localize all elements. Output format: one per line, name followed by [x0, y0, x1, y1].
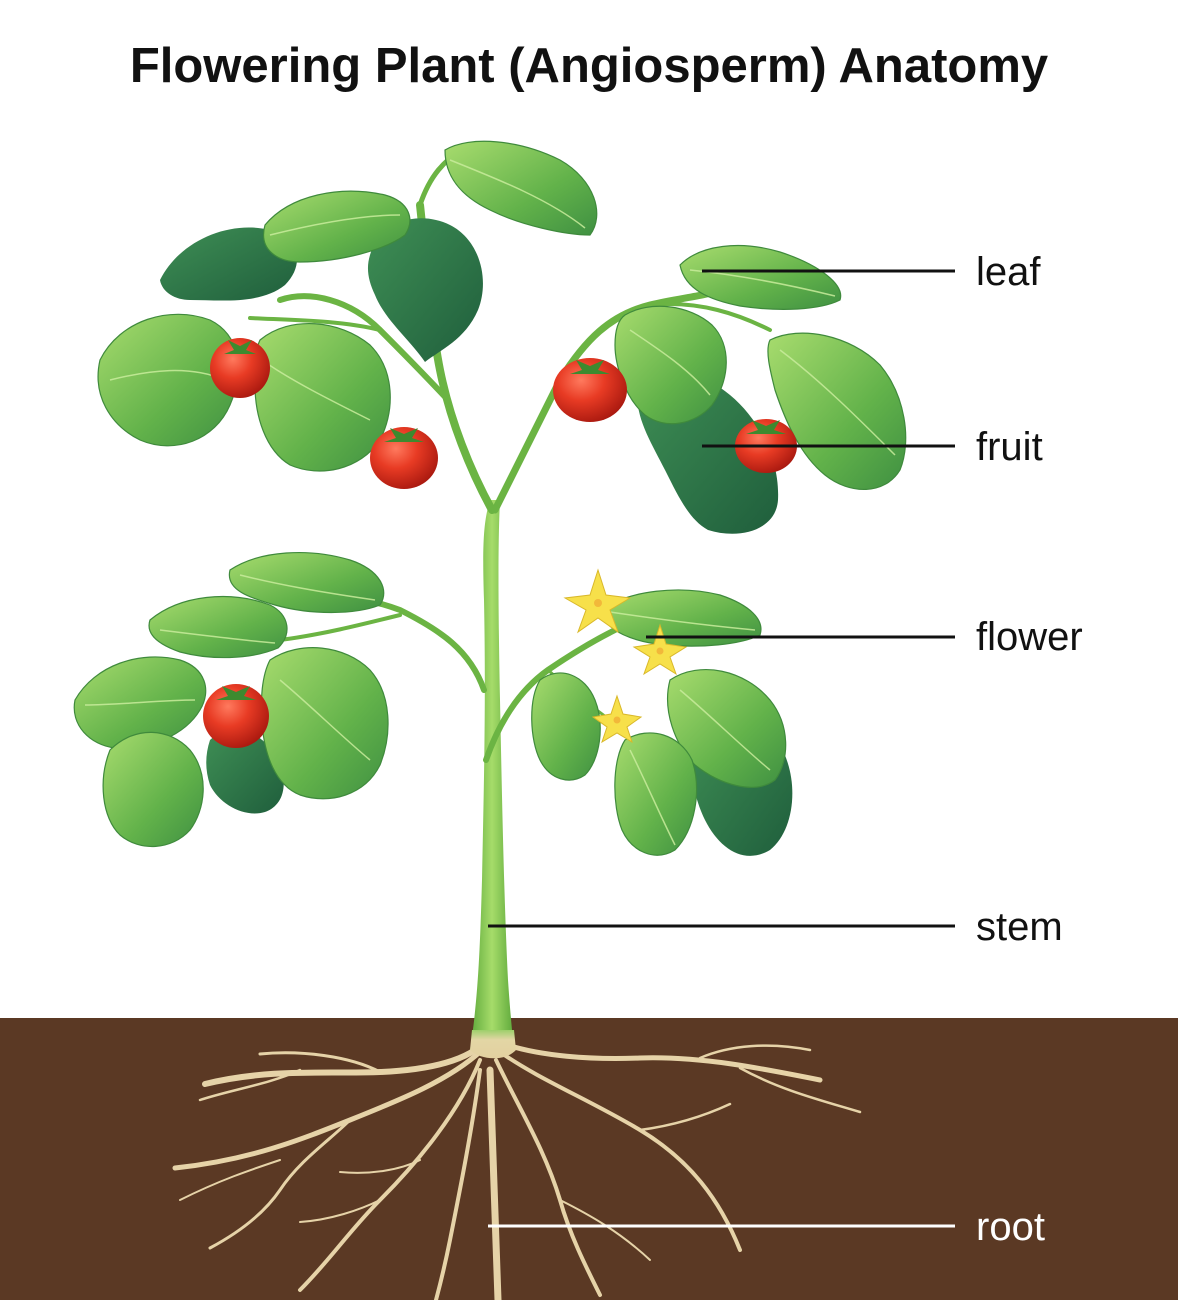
flower: [591, 694, 643, 744]
tomatoes: [203, 338, 797, 748]
leaf-veins: [84, 159, 896, 846]
flowers: [563, 568, 688, 744]
label-root: root: [976, 1205, 1045, 1249]
tomato: [203, 684, 269, 748]
flower: [563, 568, 632, 634]
root-system: [172, 1037, 862, 1300]
label-leaf: leaf: [976, 250, 1041, 294]
leaves: [73, 140, 907, 856]
tomato: [553, 358, 627, 422]
label-lines: [488, 269, 955, 1228]
tomato: [210, 338, 270, 398]
label-flower: flower: [976, 615, 1083, 659]
label-fruit: fruit: [976, 425, 1043, 469]
tomato: [370, 427, 438, 489]
label-stem: stem: [976, 905, 1063, 949]
flower: [632, 623, 688, 676]
main-stem: [470, 500, 514, 1050]
soil: [0, 1018, 1178, 1300]
diagram-title: Flowering Plant (Angiosperm) Anatomy: [129, 39, 1049, 93]
